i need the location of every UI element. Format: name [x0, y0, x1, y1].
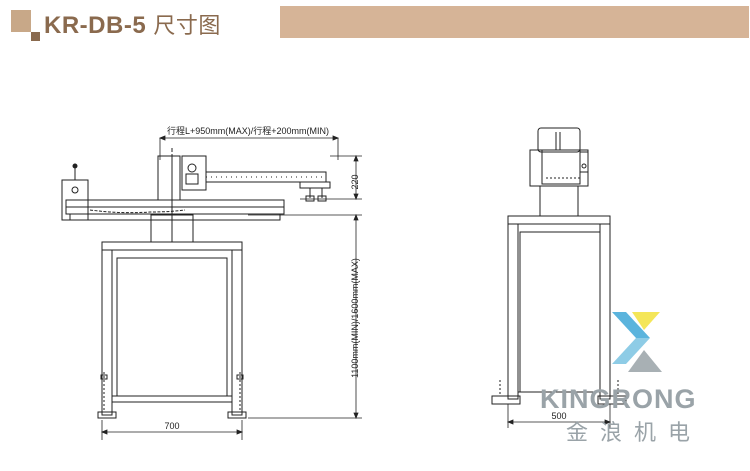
front-inner-frame	[116, 257, 228, 397]
kingrong-logo	[612, 312, 662, 372]
front-table-top	[101, 241, 243, 251]
front-leg-left	[101, 249, 113, 416]
side-leg-right	[599, 223, 611, 400]
side-view	[491, 127, 627, 405]
front-dimensions	[100, 135, 362, 440]
stand-height-label: 1100mm(MIN)/1600mm(MAX)	[350, 258, 360, 378]
side-column	[539, 185, 579, 217]
side-table-top	[507, 215, 611, 225]
arm-height-label: 220	[350, 174, 360, 189]
front-vertical-arm	[157, 155, 181, 201]
header-accent-square-small	[31, 32, 40, 41]
side-dimensions	[506, 404, 612, 428]
side-motor-cover	[537, 127, 581, 153]
model-name: KR-DB-5	[44, 12, 147, 39]
front-view	[61, 148, 331, 419]
title-suffix: 尺寸图	[153, 14, 221, 39]
front-arm-head	[181, 155, 207, 191]
side-width-label: 500	[551, 411, 566, 421]
side-leg-left	[507, 223, 519, 400]
front-width-label: 700	[164, 421, 179, 431]
header-bar	[280, 6, 749, 38]
side-motor-body	[529, 149, 589, 187]
watermark-brand-cn: 金浪机电	[566, 421, 702, 446]
page-title: KR-DB-5 尺寸图	[44, 8, 221, 40]
watermark-brand-en: KINGRONG	[540, 384, 697, 414]
stroke-dimension-label: 行程L+950mm(MAX)/行程+200mm(MIN)	[167, 125, 329, 136]
side-inner-frame	[519, 231, 601, 393]
header-accent-square	[11, 10, 31, 32]
front-leg-right	[231, 249, 243, 416]
